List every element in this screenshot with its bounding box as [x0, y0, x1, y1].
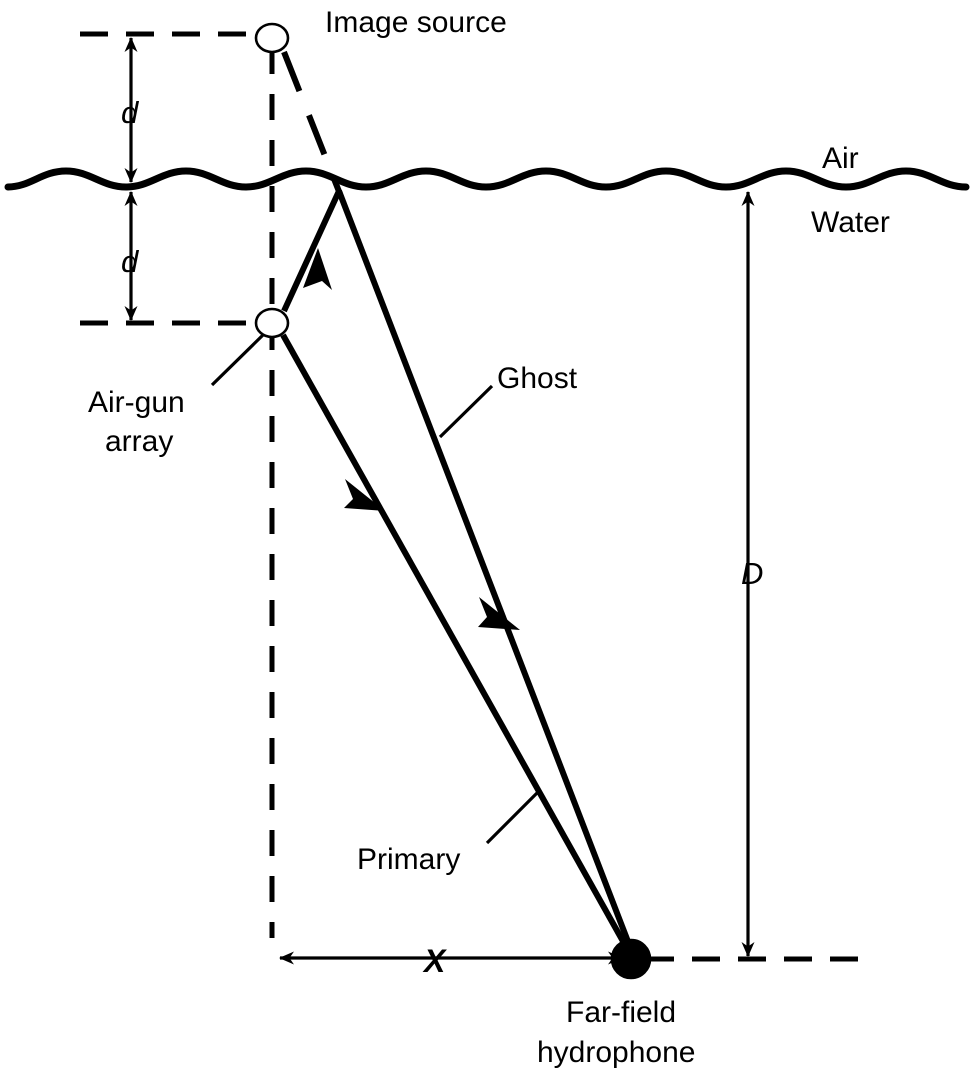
sea-surface-wave — [4, 167, 970, 191]
far-field-hydrophone-marker-icon — [610, 938, 652, 980]
depth-d-below-label: d — [121, 244, 140, 279]
image-source-label: Image source — [325, 6, 507, 39]
far-field-hydrophone-label-line1: Far-field — [566, 996, 676, 1029]
image-source-dashed-ray — [281, 50, 343, 196]
air-gun-array-label-line2: array — [105, 425, 173, 458]
depth-D-label: D — [741, 556, 763, 591]
primary-label: Primary — [357, 843, 460, 876]
ghost-label: Ghost — [497, 362, 578, 395]
ghost-leader-line — [438, 384, 494, 439]
air-label: Air — [822, 142, 859, 175]
ghost-ray-downgoing-segment — [336, 189, 635, 954]
depth-d-above-label: d — [121, 95, 140, 130]
ghost-ray-upgoing-segment — [281, 189, 342, 313]
primary-ray-arrowhead — [344, 479, 385, 511]
water-label: Water — [811, 206, 890, 239]
air-gun-array-marker-icon — [254, 307, 290, 339]
image-source-marker-icon — [254, 22, 290, 54]
offset-X-label: X — [422, 943, 447, 979]
far-field-hydrophone-label-line2: hydrophone — [537, 1036, 695, 1069]
air-gun-array-leader-line — [210, 332, 266, 387]
primary-leader-line — [485, 790, 540, 845]
ghost-ray-up-arrowhead — [303, 248, 332, 290]
air-gun-array-label-line1: Air-gun — [88, 386, 185, 419]
ghost-ray-down-arrowhead — [478, 597, 520, 630]
primary-ray — [280, 333, 632, 954]
